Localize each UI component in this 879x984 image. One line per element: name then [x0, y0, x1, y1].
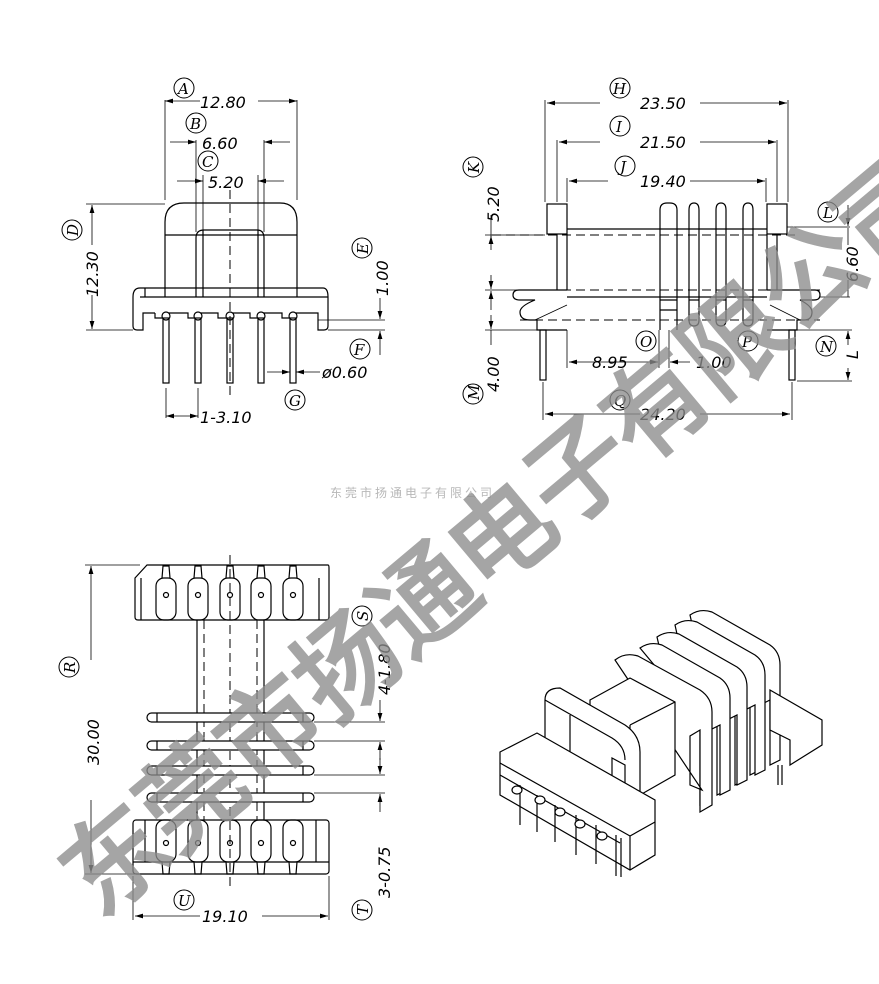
dim-F-value: ø0.60	[321, 363, 367, 382]
dim-A: A 12.80	[173, 77, 246, 112]
dim-L: L 6.60	[817, 201, 862, 282]
svg-text:A: A	[176, 80, 189, 98]
isometric-view	[499, 609, 823, 877]
iso-pins	[511, 785, 622, 877]
dim-O-value: 8.95	[592, 353, 628, 372]
dim-A-value: 12.80	[200, 93, 246, 112]
dim-D-value: 12.30	[83, 251, 102, 297]
svg-text:K: K	[465, 161, 483, 174]
svg-text:R: R	[61, 662, 79, 674]
dim-J-value: 19.40	[640, 172, 686, 191]
dim-Q: Q 24.20	[609, 389, 686, 424]
svg-text:S: S	[354, 611, 372, 621]
front-cap	[164, 202, 298, 297]
dim-K-value: 5.20	[484, 186, 503, 222]
dim-H-value: 23.50	[640, 94, 686, 113]
dim-Q-value: 24.20	[640, 405, 686, 424]
dim-G: 1-3.10 G	[200, 389, 306, 427]
svg-text:U: U	[178, 892, 192, 910]
svg-text:B: B	[189, 115, 201, 133]
svg-text:Q: Q	[614, 392, 626, 410]
dim-C-value: 5.20	[208, 173, 244, 192]
dim-S: 4-1.80 S	[351, 605, 394, 695]
front-view: A 12.80 B 6.60 C 5.20 12.30 D 1.00 E F ø…	[61, 77, 392, 427]
svg-text:F: F	[353, 341, 365, 359]
svg-text:L: L	[822, 204, 833, 222]
dim-B-value: 6.60	[202, 134, 238, 153]
dim-O: O 8.95	[592, 330, 657, 372]
svg-text:T: T	[354, 904, 372, 915]
dim-R-value: 30.00	[84, 719, 103, 765]
dim-C: C 5.20	[197, 150, 244, 192]
svg-text:N: N	[819, 338, 834, 356]
svg-text:G: G	[289, 392, 301, 410]
dim-T: 3-0.75 T	[351, 846, 394, 921]
top-fins	[146, 712, 315, 803]
dim-P: P 1.00	[696, 330, 759, 372]
svg-text:I: I	[615, 118, 623, 136]
dim-F: F ø0.60	[321, 338, 371, 382]
dim-N: N L	[815, 335, 862, 359]
dim-L-value: 6.60	[843, 246, 862, 282]
dim-M-value: 4.00	[484, 356, 503, 392]
dim-M: 4.00 M	[462, 356, 503, 405]
company-caption: 东莞市扬通电子有限公司	[330, 485, 495, 500]
svg-text:O: O	[640, 333, 652, 351]
dim-N-value: L	[843, 350, 862, 359]
dim-G-value: 1-3.10	[200, 408, 252, 427]
svg-text:J: J	[617, 158, 627, 176]
dim-D: 12.30 D	[61, 219, 102, 297]
svg-text:D: D	[64, 224, 82, 237]
dim-I: I 21.50	[609, 115, 686, 152]
dim-P-value: 1.00	[696, 353, 732, 372]
svg-text:M: M	[465, 384, 483, 401]
svg-text:H: H	[612, 80, 627, 98]
dim-S-value: 4-1.80	[375, 643, 394, 695]
top-view: 30.00 R 4-1.80 S 3-0.75 T U 19.10	[58, 555, 394, 926]
dim-B: B 6.60	[185, 112, 238, 153]
dim-E: 1.00 E	[351, 237, 392, 296]
watermark: 东莞市扬通电子有限公司	[38, 132, 879, 939]
bottom-pad-row	[155, 819, 304, 875]
svg-text:C: C	[202, 153, 214, 171]
dim-U-value: 19.10	[202, 907, 248, 926]
svg-text:E: E	[354, 243, 372, 255]
dim-H: H 23.50	[609, 77, 686, 113]
dim-R: 30.00 R	[58, 656, 103, 765]
dim-K: 5.20 K	[462, 156, 503, 222]
dim-U: U 19.10	[173, 889, 248, 926]
dim-E-value: 1.00	[373, 260, 392, 296]
top-pad-row	[155, 565, 304, 621]
svg-text:P: P	[741, 333, 753, 351]
dim-J: J 19.40	[614, 155, 686, 191]
side-view: H 23.50 I 21.50 J 19.40 5.20 K L 6.60 4.…	[462, 77, 862, 424]
dim-I-value: 21.50	[640, 133, 686, 152]
dim-T-value: 3-0.75	[375, 846, 394, 898]
side-fins	[659, 202, 754, 330]
